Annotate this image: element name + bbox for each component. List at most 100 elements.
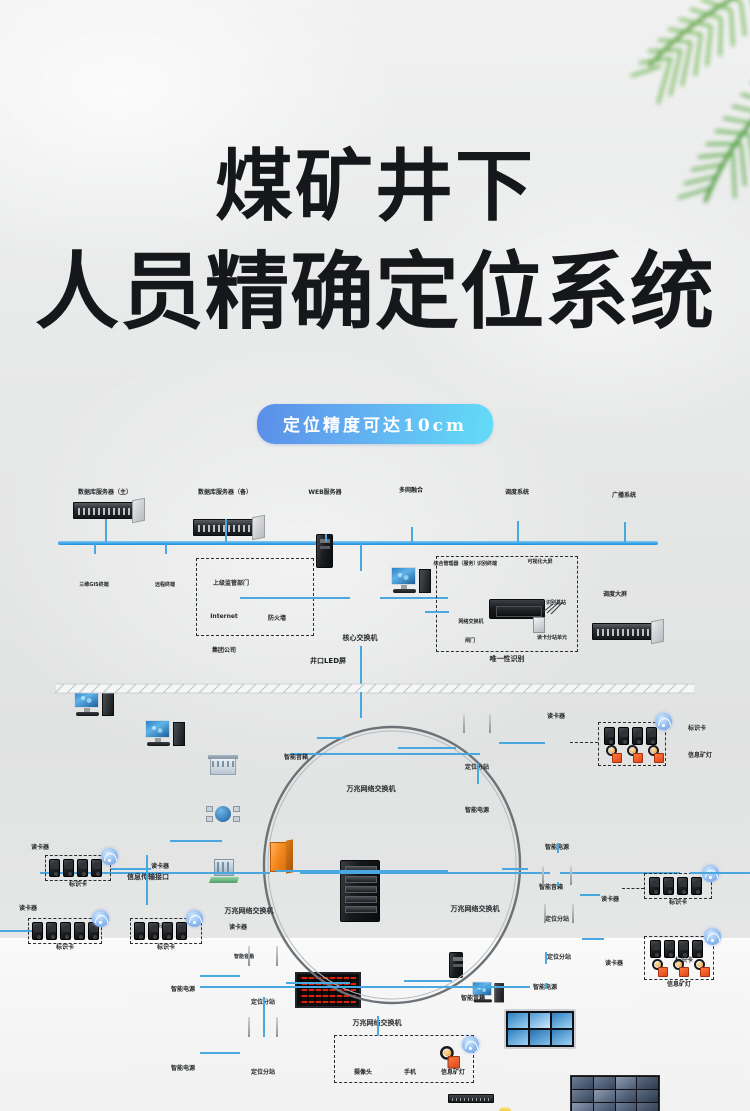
label-card-reader-b0: 读卡器 [30, 844, 50, 851]
label-supervisory-department: 上级监管部门 [212, 580, 250, 587]
wire-sub-c-switch-bottom [286, 982, 350, 984]
label-web-server: WEB服务器 [308, 489, 342, 496]
label-smart-speaker-a: 智能音箱 [283, 754, 309, 761]
id-card [664, 940, 675, 958]
antenna-c1 [248, 946, 250, 966]
wire-switch-top-substation [398, 747, 456, 749]
mine-lamp-row-a [606, 745, 664, 763]
label-card-reader-b4: 读卡器 [228, 924, 248, 931]
tag-box-b3 [130, 918, 202, 944]
id-card [134, 922, 145, 940]
gis-terminal [74, 688, 114, 718]
label-db-server-backup: 数据库服务器（备） [197, 489, 253, 496]
label-id-cards-b2: 标识卡 [55, 944, 75, 951]
label-firewall: 防火墙 [267, 615, 287, 622]
wire-left-edge-b2 [0, 930, 32, 932]
title-line-2: 人员精确定位系统 [34, 242, 715, 341]
antenna-e2 [276, 1017, 278, 1037]
system-topology-diagram: 数据库服务器（主） 数据库服务器（备） WEB服务器 多网融合 调度系统 广播系… [0, 470, 750, 1111]
label-network-switch-left: 万兆网络交换机 [224, 907, 274, 915]
label-camera-device: 摄像头 [353, 1069, 373, 1076]
label-identity-reader-unit: 读卡分站单元 [536, 635, 568, 641]
wire-power-c-sub [200, 975, 240, 977]
firewall [270, 842, 288, 872]
label-card-reader-a: 读卡器 [546, 713, 566, 720]
wire-substation-a-reader [499, 742, 545, 744]
id-card [162, 922, 173, 940]
label-db-server-master: 数据库服务器（主） [77, 489, 133, 496]
label-smart-power-a: 智能电源 [464, 807, 490, 814]
wire-multinetwork [411, 527, 413, 542]
id-card [32, 922, 43, 940]
group-company-icon [209, 859, 239, 883]
wire-db-backup [225, 519, 227, 542]
wire-power-e-sub [200, 1052, 240, 1054]
dispatch-system-console [489, 599, 545, 619]
label-mine-lamps-d: 信息矿灯 [666, 981, 692, 988]
wire-speaker-c-sub-b [557, 882, 559, 886]
wire-speaker-a-switch [317, 737, 345, 739]
id-card [176, 922, 187, 940]
id-card [63, 859, 74, 877]
antenna-b2 [570, 866, 572, 885]
internet-cloud-icon [206, 802, 240, 826]
terminal-device-group-box [334, 1035, 474, 1083]
wire-firewall-to-core [240, 597, 350, 599]
id-card [604, 727, 615, 745]
antenna-a2 [489, 714, 491, 733]
regulator-building-icon [208, 755, 238, 775]
id-card-row-d [650, 940, 703, 958]
label-card-reader-b1: 读卡器 [150, 863, 170, 870]
label-remote-terminal: 远程终端 [154, 582, 176, 588]
id-card [663, 877, 674, 895]
wire-sub-b2-reader-c [580, 894, 600, 896]
broadcast-system-server [592, 623, 656, 640]
id-card [632, 727, 643, 745]
label-gis-terminal: 三维GIS终端 [79, 582, 109, 588]
label-id-cards-c: 标识卡 [668, 899, 688, 906]
wire-terminal-1 [94, 544, 96, 554]
wire-terminal-2 [165, 544, 167, 554]
label-group-company: 集团公司 [211, 647, 237, 654]
wire-switch-top-uplink [360, 692, 362, 718]
id-card [649, 877, 660, 895]
identity-signal-waves [542, 601, 564, 615]
id-card-row-b1 [49, 859, 102, 877]
shaft-led-screen [295, 972, 361, 1008]
label-network-switch-top: 万兆网络交换机 [346, 785, 396, 793]
label-smart-power-e: 智能电源 [170, 1065, 196, 1072]
palm-leaf-decoration [630, 0, 750, 203]
mine-lamp [627, 745, 643, 763]
label-card-reader-b3: 读卡器 [18, 905, 38, 912]
label-identity-network-switch: 网络交换机 [458, 619, 484, 625]
label-internet: Internet [210, 613, 238, 620]
label-smart-power-c: 智能电源 [170, 986, 196, 993]
wire-right-edge [690, 872, 750, 874]
wire-identity-in [425, 611, 449, 613]
label-dispatch-video-wall: 调度大屏 [602, 591, 628, 598]
label-positioning-substation-d: 定位分站 [546, 954, 572, 961]
antenna-e1 [248, 1017, 250, 1037]
id-card [677, 877, 688, 895]
wifi-icon-b2 [92, 910, 109, 927]
wifi-icon-c [702, 865, 719, 882]
id-card [678, 940, 689, 958]
id-card [618, 727, 629, 745]
wifi-icon-b1 [101, 848, 118, 865]
id-card [691, 877, 702, 895]
antenna-d2 [572, 904, 574, 923]
accuracy-badge: 定位精度可达10cm [257, 404, 493, 444]
label-broadcast-system: 广播系统 [611, 492, 637, 499]
label-card-reader-d: 读卡器 [604, 960, 624, 967]
identity-reader-unit [533, 617, 545, 633]
wire-switch-right-speaker-c [502, 868, 528, 870]
id-card [49, 859, 60, 877]
wire-dispatch-system [517, 521, 519, 542]
wire-core-to-identity [380, 597, 448, 599]
antenna-d1 [544, 904, 546, 923]
id-card [148, 922, 159, 940]
wire-power-b-speaker-c [557, 843, 559, 853]
id-card [646, 727, 657, 745]
wire-switch-bottom-devices [377, 1016, 379, 1036]
label-multinetwork-fusion: 多网融合 [398, 487, 424, 494]
